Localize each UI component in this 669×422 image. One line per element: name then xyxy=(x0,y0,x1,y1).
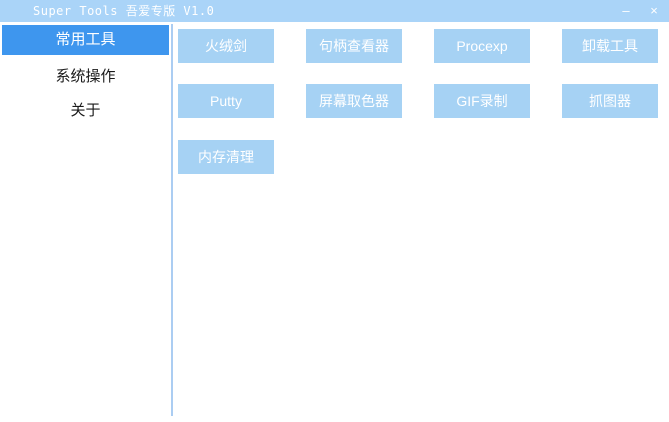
sidebar-item-system-operations[interactable]: 系统操作 xyxy=(55,68,116,85)
titlebar: Super Tools 吾爱专版 V1.0 – × xyxy=(0,0,669,22)
tool-button-screen-color-picker[interactable]: 屏幕取色器 xyxy=(306,84,402,118)
window-title: Super Tools 吾爱专版 V1.0 xyxy=(33,4,215,18)
sidebar-divider xyxy=(171,24,173,416)
tool-button-huorong-sword[interactable]: 火绒剑 xyxy=(178,29,274,63)
tool-button-gif-recorder[interactable]: GIF录制 xyxy=(434,84,530,118)
tool-button-handle-viewer[interactable]: 句柄查看器 xyxy=(306,29,402,63)
tool-button-memory-cleaner[interactable]: 内存清理 xyxy=(178,140,274,174)
sidebar-item-about[interactable]: 关于 xyxy=(70,102,101,119)
tool-button-uninstall-tool[interactable]: 卸载工具 xyxy=(562,29,658,63)
sidebar-item-common-tools[interactable]: 常用工具 xyxy=(2,25,169,55)
tool-button-screenshot-tool[interactable]: 抓图器 xyxy=(562,84,658,118)
tool-button-procexp[interactable]: Procexp xyxy=(434,29,530,63)
close-icon[interactable]: × xyxy=(650,3,658,18)
tool-button-putty[interactable]: Putty xyxy=(178,84,274,118)
minimize-icon[interactable]: – xyxy=(622,3,630,18)
